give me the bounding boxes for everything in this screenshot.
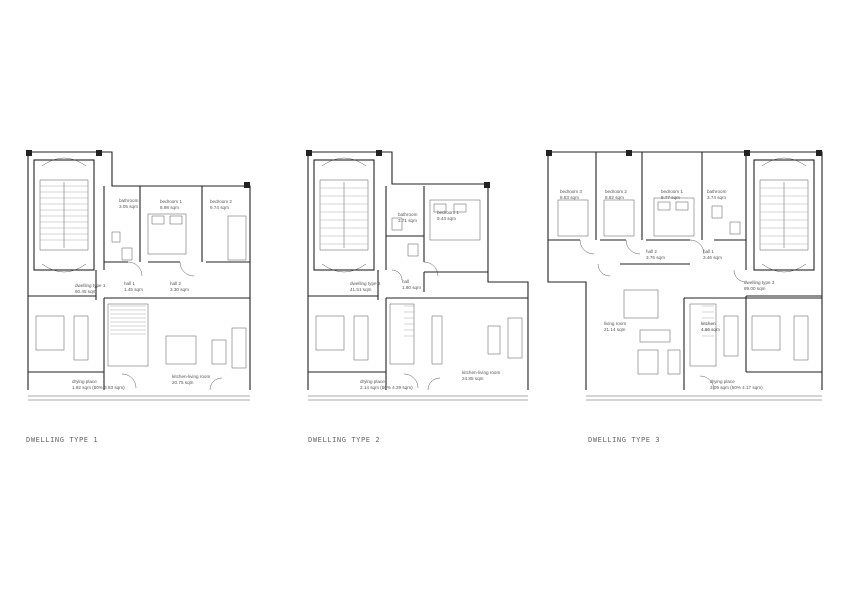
- door-swings: [391, 261, 441, 391]
- room-name: living room: [604, 321, 626, 326]
- outer-wall: [547, 151, 823, 390]
- furniture: [557, 197, 809, 375]
- room-area: 1.92 sqm (50% 3.83 sqm): [72, 385, 125, 390]
- room-area: 89.00 sqm: [744, 286, 766, 291]
- furniture: [315, 199, 523, 365]
- plan-title: DWELLING TYPE 2: [308, 436, 380, 444]
- room-name: drying place: [710, 379, 735, 384]
- room-area: 4.86 sqm: [701, 327, 720, 332]
- room-area: 9.74 sqm: [210, 205, 229, 210]
- room-name: hall 2: [170, 281, 181, 286]
- room-name: drying place: [72, 379, 97, 384]
- kitchen-counter-hatch: [110, 305, 146, 335]
- column: [546, 150, 552, 156]
- balcony-edge: [28, 395, 250, 401]
- column: [244, 182, 250, 188]
- plan-dwelling-type-2: bathroom 3.71 sqm bedroom 1 9.43 sqm hal…: [306, 150, 529, 444]
- room-name: bathroom: [119, 198, 139, 203]
- plan-title: DWELLING TYPE 1: [26, 436, 98, 444]
- room-name: drying place: [360, 379, 385, 384]
- plan-title: DWELLING TYPE 3: [588, 436, 660, 444]
- room-area: 8.98 sqm: [160, 205, 179, 210]
- column: [26, 150, 32, 156]
- room-area: 8.82 sqm: [605, 195, 624, 200]
- stair-core: [313, 157, 375, 273]
- kitchen-counter-hatch: [702, 305, 714, 337]
- furniture: [35, 213, 247, 369]
- room-name: bedroom 1: [437, 210, 459, 215]
- outer-wall: [27, 151, 251, 390]
- room-area: 3.30 sqm: [170, 287, 189, 292]
- door-swings: [579, 239, 747, 391]
- interior-walls: [308, 186, 528, 390]
- room-area: 24.85 sqm: [462, 376, 484, 381]
- room-name: bedroom 3: [560, 189, 582, 194]
- interior-walls: [548, 152, 822, 390]
- room-name: bathroom: [398, 212, 418, 217]
- room-area: 20.75 sqm: [172, 380, 194, 385]
- plan-dwelling-type-1: bathroom 3.05 sqm bedroom 1 8.98 sqm bed…: [26, 150, 251, 444]
- column: [484, 182, 490, 188]
- room-name: bedroom 2: [605, 189, 627, 194]
- room-area: 3.71 sqm: [398, 218, 417, 223]
- room-name: bedroom 1: [661, 189, 683, 194]
- outer-wall: [307, 151, 529, 390]
- room-area: 60.45 sqm: [75, 289, 97, 294]
- room-name: dwelling type 1: [75, 283, 106, 288]
- plan-dwelling-type-3: bedroom 3 8.83 sqm bedroom 2 8.82 sqm be…: [546, 150, 823, 444]
- room-area: 3.09 sqm (50% 4.17 sqm): [710, 385, 763, 390]
- room-area: 3.05 sqm: [119, 204, 138, 209]
- room-name: dwelling type 2: [350, 281, 381, 286]
- room-area: 3.74 sqm: [707, 195, 726, 200]
- column: [626, 150, 632, 156]
- room-name: kitchen-living room: [172, 374, 210, 379]
- room-name: hall: [402, 279, 409, 284]
- interior-walls: [28, 186, 250, 390]
- kitchen-counter-hatch: [404, 305, 414, 337]
- room-name: hall 1: [703, 249, 714, 254]
- room-name: hall 1: [124, 281, 135, 286]
- room-name: kitchen-living room: [462, 370, 500, 375]
- stair-core: [753, 157, 815, 273]
- room-name: bedroom 2: [210, 199, 232, 204]
- room-area: 3.46 sqm: [703, 255, 722, 260]
- column: [744, 150, 750, 156]
- room-name: dwelling type 3: [744, 280, 775, 285]
- room-name: kitchen: [701, 321, 716, 326]
- room-area: 1.80 sqm: [402, 285, 421, 290]
- column: [816, 150, 822, 156]
- column: [306, 150, 312, 156]
- room-name: bedroom 1: [160, 199, 182, 204]
- balcony-edge: [586, 395, 822, 401]
- balcony-edge: [308, 395, 528, 401]
- door-swings: [121, 261, 223, 391]
- room-area: 2.14 sqm (50% 4.29 sqm): [360, 385, 413, 390]
- room-area: 9.43 sqm: [437, 216, 456, 221]
- room-name: hall 2: [646, 249, 657, 254]
- room-area: 21.14 sqm: [604, 327, 626, 332]
- room-area: 3.76 sqm: [646, 255, 665, 260]
- stair-core: [33, 157, 95, 273]
- room-name: bathroom: [707, 189, 727, 194]
- room-area: 41.51 sqm: [350, 287, 372, 292]
- room-area: 8.77 sqm: [661, 195, 680, 200]
- room-area: 1.45 sqm: [124, 287, 143, 292]
- column: [96, 150, 102, 156]
- column: [376, 150, 382, 156]
- room-area: 8.83 sqm: [560, 195, 579, 200]
